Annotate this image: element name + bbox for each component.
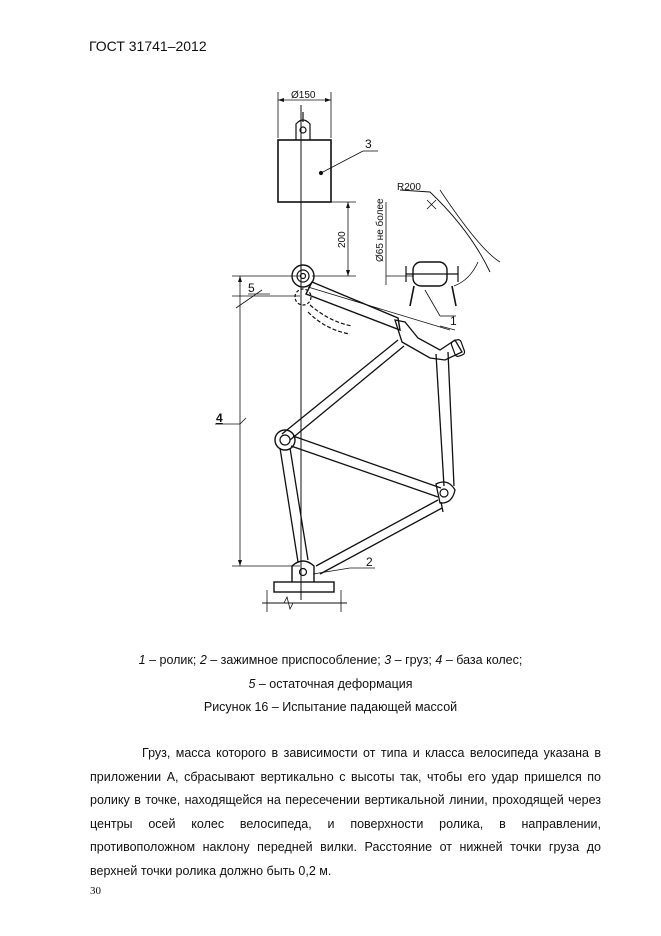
legend-num-3: 3 <box>384 653 392 667</box>
figure-drop-mass-test: Ø150 200 Ø65 не более R200 3 1 2 4 5 <box>215 90 501 612</box>
dim-max-deflection: Ø65 не более <box>374 198 386 262</box>
figure-title: Рисунок 16 – Испытание падающей массой <box>203 700 458 714</box>
clamp <box>291 560 315 582</box>
document-header: ГОСТ 31741–2012 <box>89 38 207 54</box>
callout-2: 2 <box>366 555 373 569</box>
figure-legend-line-2: 5 – остаточная деформация <box>0 677 661 691</box>
page-number: 30 <box>90 885 101 897</box>
figure-drawing: Ø150 200 Ø65 не более R200 3 1 2 4 5 <box>215 90 501 612</box>
callout-3: 3 <box>365 137 372 151</box>
legend-num-1: 1 <box>138 653 146 667</box>
legend-text-5: – остаточная деформация <box>255 677 413 691</box>
dim-diameter: Ø150 <box>291 90 316 101</box>
body-paragraph-text: Груз, масса которого в зависимости от ти… <box>90 746 601 878</box>
legend-text-2: – зажимное приспособление; <box>206 653 385 667</box>
legend-num-5: 5 <box>248 677 256 691</box>
body-paragraph: Груз, масса которого в зависимости от ти… <box>90 742 601 883</box>
legend-text-3: – груз; <box>391 653 436 667</box>
drop-weight <box>277 139 332 203</box>
callout-5: 5 <box>248 281 255 295</box>
legend-num-4: 4 <box>435 653 443 667</box>
dim-height: 200 <box>337 231 348 248</box>
callout-4: 4 <box>216 411 223 425</box>
figure-legend-line-1: 1 – ролик; 2 – зажимное приспособление; … <box>0 653 661 667</box>
dim-radius: R200 <box>397 182 421 193</box>
callout-1: 1 <box>450 314 457 328</box>
weight-hook <box>295 119 311 140</box>
legend-num-2: 2 <box>199 653 207 667</box>
legend-text-1: – ролик; <box>145 653 200 667</box>
legend-text-4: – база колес; <box>442 653 523 667</box>
